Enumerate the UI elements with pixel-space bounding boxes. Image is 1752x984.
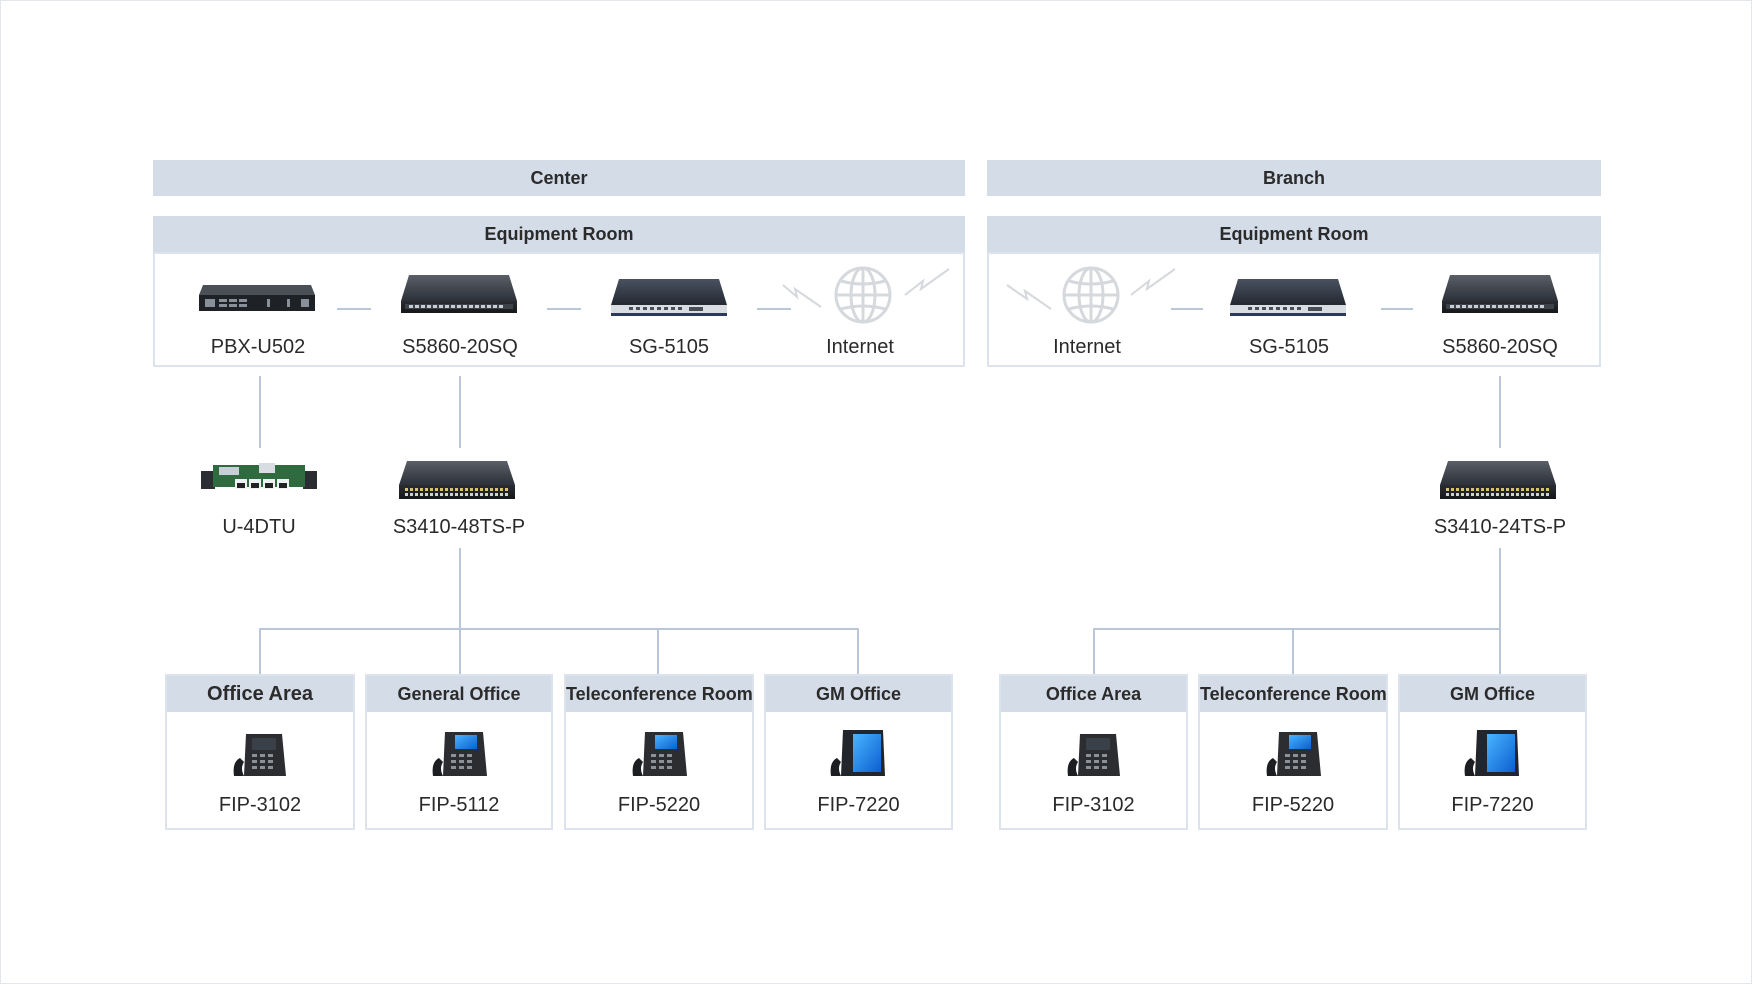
core-switch-icon (399, 273, 519, 317)
ip-phone-icon (1463, 728, 1523, 780)
center-device-label-core-switch: S5860-20SQ (402, 336, 518, 358)
area-card-office-area: Office Area FIP-3102 (999, 674, 1188, 830)
core-switch-icon (1440, 273, 1560, 317)
ip-phone-icon (230, 728, 290, 780)
branch-equipment-room-header: Equipment Room (987, 216, 1601, 252)
phone-model-label: FIP-5220 (617, 794, 701, 816)
phone-model-label: FIP-3102 (218, 794, 302, 816)
area-title: GM Office (1400, 676, 1585, 712)
phone-model-label: FIP-5220 (1251, 794, 1335, 816)
ip-phone-icon (829, 728, 889, 780)
link-line (1093, 628, 1501, 630)
area-card-teleconference-room: Teleconference Room FIP-5220 (1198, 674, 1388, 830)
area-title: Teleconference Room (1200, 676, 1386, 712)
center-device-label-internet: Internet (826, 336, 894, 358)
poe-switch-icon (397, 459, 517, 503)
link-line (1171, 308, 1203, 310)
ip-phone-icon (1263, 728, 1323, 780)
link-line (547, 308, 581, 310)
pbx-device-icon (197, 279, 317, 315)
ip-phone-icon (1064, 728, 1124, 780)
signal-bolt-icon (781, 281, 825, 316)
gateway-firewall-icon (609, 275, 729, 319)
phone-model-label: FIP-5112 (418, 794, 500, 816)
phone-model-label: FIP-3102 (1052, 794, 1135, 816)
area-card-gm-office: GM Office FIP-7220 (1398, 674, 1587, 830)
poe-switch-icon (1438, 459, 1558, 503)
link-line (337, 308, 371, 310)
center-header: Center (153, 160, 965, 196)
area-title: Teleconference Room (566, 676, 752, 712)
signal-bolt-icon (1005, 281, 1055, 316)
link-line (1292, 628, 1294, 674)
signal-bolt-icon (903, 267, 953, 302)
branch-device-label-core-switch: S5860-20SQ (1442, 336, 1558, 358)
voice-card-icon (199, 459, 319, 503)
internet-globe-icon (1061, 265, 1121, 325)
link-line (857, 628, 859, 674)
internet-globe-icon (833, 265, 893, 325)
branch-device-label-internet: Internet (1053, 336, 1121, 358)
link-line (1093, 628, 1095, 674)
ip-phone-icon (429, 728, 489, 780)
link-line (1381, 308, 1413, 310)
center-equipment-room-header: Equipment Room (153, 216, 965, 252)
link-line (459, 628, 461, 674)
area-title: Office Area (1001, 676, 1186, 712)
area-title: GM Office (766, 676, 951, 712)
area-card-gm-office: GM Office FIP-7220 (764, 674, 953, 830)
area-title: Office Area (167, 676, 353, 712)
link-line (459, 376, 461, 448)
link-line (259, 376, 261, 448)
link-line (259, 628, 859, 630)
area-card-office-area: Office Area FIP-3102 (165, 674, 355, 830)
link-line (1499, 628, 1501, 674)
branch-device-label-gateway: SG-5105 (1248, 336, 1330, 358)
branch-header: Branch (987, 160, 1601, 196)
area-card-teleconference-room: Teleconference Room FIP-5220 (564, 674, 754, 830)
area-card-general-office: General Office FIP-5112 (365, 674, 553, 830)
area-title: General Office (367, 676, 551, 712)
center-mid-label-poe-switch: S3410-48TS-P (392, 516, 526, 538)
ip-phone-icon (629, 728, 689, 780)
signal-bolt-icon (1129, 267, 1179, 302)
link-line (1499, 376, 1501, 448)
link-line (757, 308, 791, 310)
gateway-firewall-icon (1228, 275, 1348, 319)
branch-mid-label-poe-switch: S3410-24TS-P (1433, 516, 1567, 538)
link-line (1499, 548, 1501, 628)
center-mid-label-card: U-4DTU (222, 516, 296, 538)
phone-model-label: FIP-7220 (817, 794, 900, 816)
center-device-label-gateway: SG-5105 (628, 336, 710, 358)
phone-model-label: FIP-7220 (1451, 794, 1534, 816)
center-device-label-pbx: PBX-U502 (210, 336, 306, 358)
link-line (657, 628, 659, 674)
link-line (459, 548, 461, 628)
link-line (259, 628, 261, 674)
